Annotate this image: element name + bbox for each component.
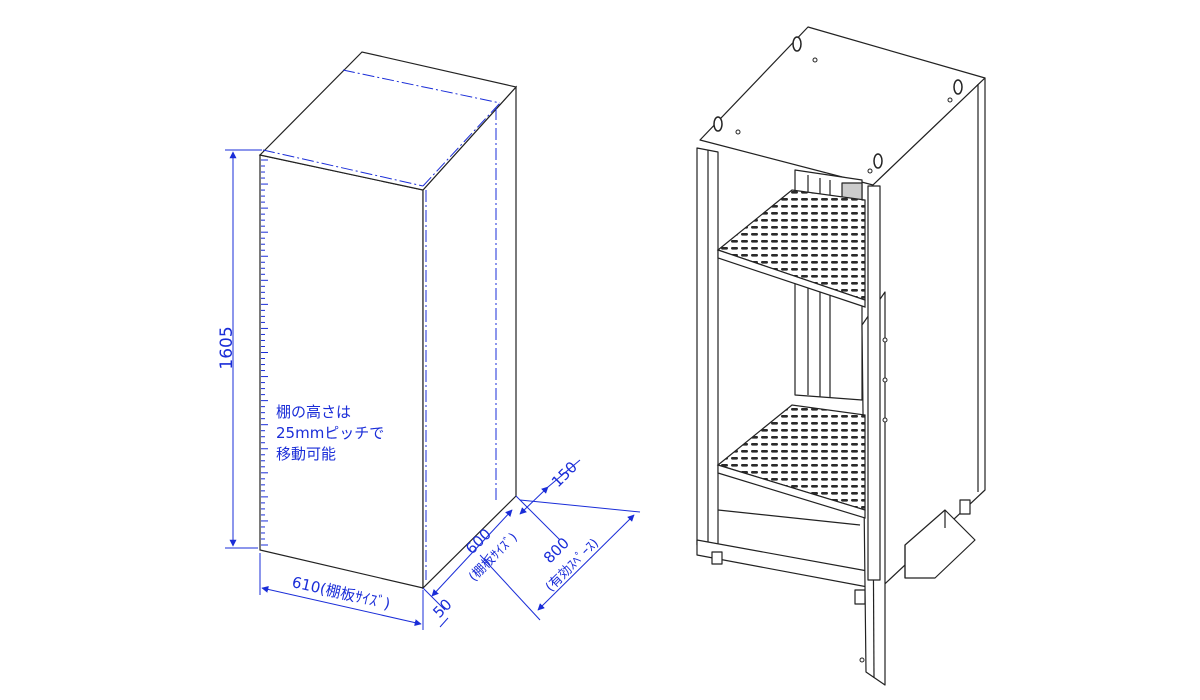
effective-space-lines xyxy=(262,69,501,580)
rack-cabinet xyxy=(696,26,986,686)
front-gap-label: 50 xyxy=(429,595,455,621)
dimension-box xyxy=(258,51,518,590)
shelf-note-line-1: 棚の高さは xyxy=(276,403,351,421)
eye-bolt-icon xyxy=(792,36,802,52)
eye-bolts xyxy=(713,36,963,169)
height-label: 1605 xyxy=(217,326,237,369)
box-front-face xyxy=(259,154,424,589)
width-label: 610(棚板ｻｲｽﾞ) xyxy=(290,573,392,613)
shelf-upper xyxy=(716,189,866,301)
foot-rear xyxy=(959,499,971,515)
shelf-note-line-2: 25mmピッチで xyxy=(276,424,384,442)
cabinet-base xyxy=(696,539,874,589)
eye-bolt-icon xyxy=(953,79,963,95)
foot-right xyxy=(854,589,866,605)
eye-bolt-icon xyxy=(873,153,883,169)
shelf-upper-edge xyxy=(717,249,866,308)
box-top-face xyxy=(258,51,518,191)
top-screws xyxy=(735,57,953,663)
height-dimension xyxy=(225,149,262,549)
cabinet-shelves xyxy=(716,189,866,519)
foot-left xyxy=(711,551,723,565)
eye-bolt-icon xyxy=(713,116,723,132)
front-right-post xyxy=(867,185,881,581)
width-dimension xyxy=(259,553,424,630)
shelf-note-line-3: 移動可能 xyxy=(276,445,336,463)
shelf-pitch-ticks xyxy=(261,159,268,546)
shelf-lower-edge xyxy=(717,464,866,519)
depth-dimensions xyxy=(422,459,641,628)
